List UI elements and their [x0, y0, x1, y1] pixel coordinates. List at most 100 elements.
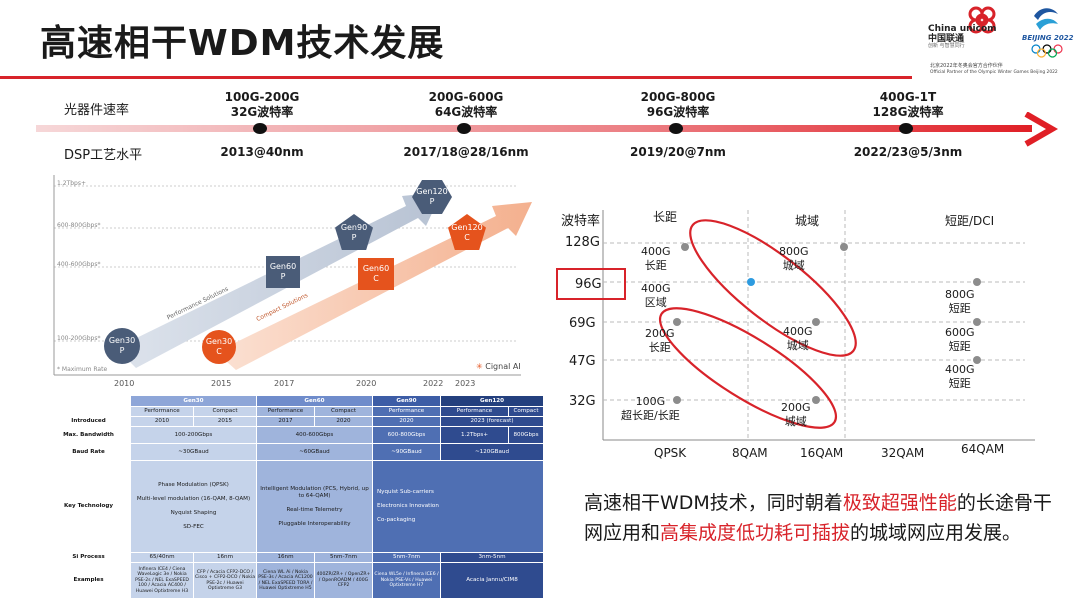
table-row-label: Introduced: [46, 416, 131, 427]
cignal-ai-text: Cignal AI: [485, 362, 521, 371]
point-reach: 短距: [948, 302, 971, 315]
tech-item: Nyquist Shaping: [170, 510, 217, 516]
table-row-label: Baud Rate: [46, 443, 131, 461]
table-cell: 1.2Tbps+: [440, 426, 509, 444]
timeline-dot: [253, 123, 267, 134]
y-tick: 128G: [565, 235, 600, 250]
x-tick: 2010: [114, 379, 135, 388]
partner-line-en: Official Partner of the Olympic Winter G…: [930, 70, 1058, 75]
table-row: Baud Rate ~30GBaud ~60GBaud ~90GBaud ~12…: [46, 443, 545, 461]
gen-node-name: Gen30: [108, 336, 136, 345]
point-reach: 长距: [644, 259, 667, 272]
table-cell: Ciena WL5e / Infinera ICE6 / Nokia PSE-V…: [372, 562, 441, 599]
chart-point: [673, 318, 681, 326]
conclusion-text: 高速相干WDM技术，同时朝着极致超强性能的长途骨干网应用和高集成度低功耗可插拔的…: [584, 488, 1054, 548]
point-reach: 长距: [648, 341, 671, 354]
point-rate: 400G: [783, 325, 813, 338]
table-cell: Compact: [314, 406, 373, 417]
table-cell: 2017: [256, 416, 315, 427]
x-tick: 2022: [423, 379, 444, 388]
chart-point: [673, 396, 681, 404]
table-row-label: Max. Bandwidth: [46, 426, 131, 444]
y-tick: 400-600Gbps*: [57, 261, 101, 268]
milestone-dsp: 2017/18@28/16nm: [403, 145, 529, 159]
table-cell: 3nm-5nm: [439, 552, 545, 563]
gen-node-name: Gen120: [416, 187, 448, 196]
point-rate: 400G: [641, 245, 671, 258]
table-row: Max. Bandwidth 100-200Gbps 400-600Gbps 6…: [46, 426, 545, 444]
table-cell: 2020: [372, 416, 441, 427]
x-tick: 2017: [274, 379, 295, 388]
column-header: 城域: [795, 214, 820, 228]
table-cell: 65/40nm: [130, 552, 194, 563]
milestone-dsp: 2022/23@5/3nm: [853, 145, 963, 159]
tech-item: SD-FEC: [183, 524, 204, 530]
table-corner: [46, 406, 131, 417]
table-subheader-row: Performance Compact Performance Compact …: [46, 406, 545, 417]
title-underline: [0, 76, 912, 79]
milestone-baud: 32G波特率: [230, 105, 294, 119]
milestone-rate: 200G-800G: [640, 90, 716, 104]
unicom-brand-text: China unicom中国联通: [928, 24, 997, 44]
conclusion-part: 的城域网应用发展。: [850, 522, 1022, 544]
point-reach: 区域: [644, 296, 667, 309]
tech-item: Intelligent Modulation (PCS, Hybrid, up …: [260, 485, 369, 499]
table-cell: Performance: [440, 406, 509, 417]
generation-spec-table: Gen30 Gen60 Gen90 Gen120 Performance Com…: [46, 395, 545, 599]
point-rate: 200G: [645, 327, 675, 340]
tech-item: Nyquist Sub-carriers: [377, 489, 434, 495]
table-row: Introduced 2010 2015 2017 2020 2020 2023…: [46, 416, 545, 427]
x-tick: 32QAM: [881, 446, 925, 460]
beijing-2022-emblem-icon: [1034, 8, 1058, 30]
gen-node-type: C: [373, 274, 379, 283]
y-tick: 32G: [569, 394, 596, 409]
gen-node-type: P: [351, 233, 357, 242]
y-axis-label: 波特率: [561, 214, 601, 229]
point-reach: 城域: [784, 415, 807, 428]
table-cell: Infinera ICE4 / Ciena WaveLogic 3e / Nok…: [130, 562, 194, 599]
y-tick: 600-800Gbps*: [57, 222, 101, 229]
unicom-slogan: 创新 与智慧同行: [928, 43, 965, 49]
gen-node-name: Gen120: [451, 223, 483, 232]
table-cell: 2015: [193, 416, 257, 427]
timeline-dot: [457, 123, 471, 134]
table-cell: 2023 (forecast): [439, 416, 545, 427]
y-tick: 47G: [569, 354, 596, 369]
y-tick: 96G: [575, 277, 602, 292]
table-header-row: Gen30 Gen60 Gen90 Gen120: [46, 395, 545, 407]
y-tick: 69G: [569, 316, 596, 331]
cignal-ai-brand: ✳ Cignal AI: [476, 362, 521, 371]
timeline-milestone: 100G-200G 32G波特率: [210, 90, 314, 120]
table-cell: 600-800Gbps: [372, 426, 441, 444]
point-reach: 短距: [948, 340, 971, 353]
gen-node-name: Gen30: [205, 337, 233, 346]
cignal-star-icon: ✳: [476, 362, 483, 371]
page-title: 高速相干WDM技术发展: [40, 23, 445, 64]
point-reach: 短距: [948, 377, 971, 390]
chart-point: [840, 243, 848, 251]
timeline-dot: [669, 123, 683, 134]
milestone-rate: 200G-600G: [428, 90, 504, 104]
point-rate: 800G: [945, 288, 975, 301]
point-rate: 400G: [641, 282, 671, 295]
x-tick: 2023: [455, 379, 476, 388]
table-row-label: Si Process: [46, 552, 131, 563]
gen-node-type: C: [216, 347, 222, 356]
table-row-label: Examples: [46, 562, 131, 599]
point-rate: 100G: [635, 395, 666, 408]
conclusion-highlight: 极致超强性能: [842, 492, 957, 514]
conclusion-highlight: 高集成度低功耗可插拔: [660, 522, 851, 544]
x-tick: 8QAM: [732, 446, 768, 460]
table-header-cell: Gen90: [372, 395, 441, 407]
milestone-rate: 100G-200G: [224, 90, 300, 104]
point-rate: 400G: [945, 363, 975, 376]
tech-item: Real-time Telemetry: [286, 506, 343, 513]
table-cell: Ciena WL Ai / Nokia PSE-3s / Acacia AC12…: [256, 562, 315, 599]
table-header-cell: Gen30: [130, 395, 257, 407]
